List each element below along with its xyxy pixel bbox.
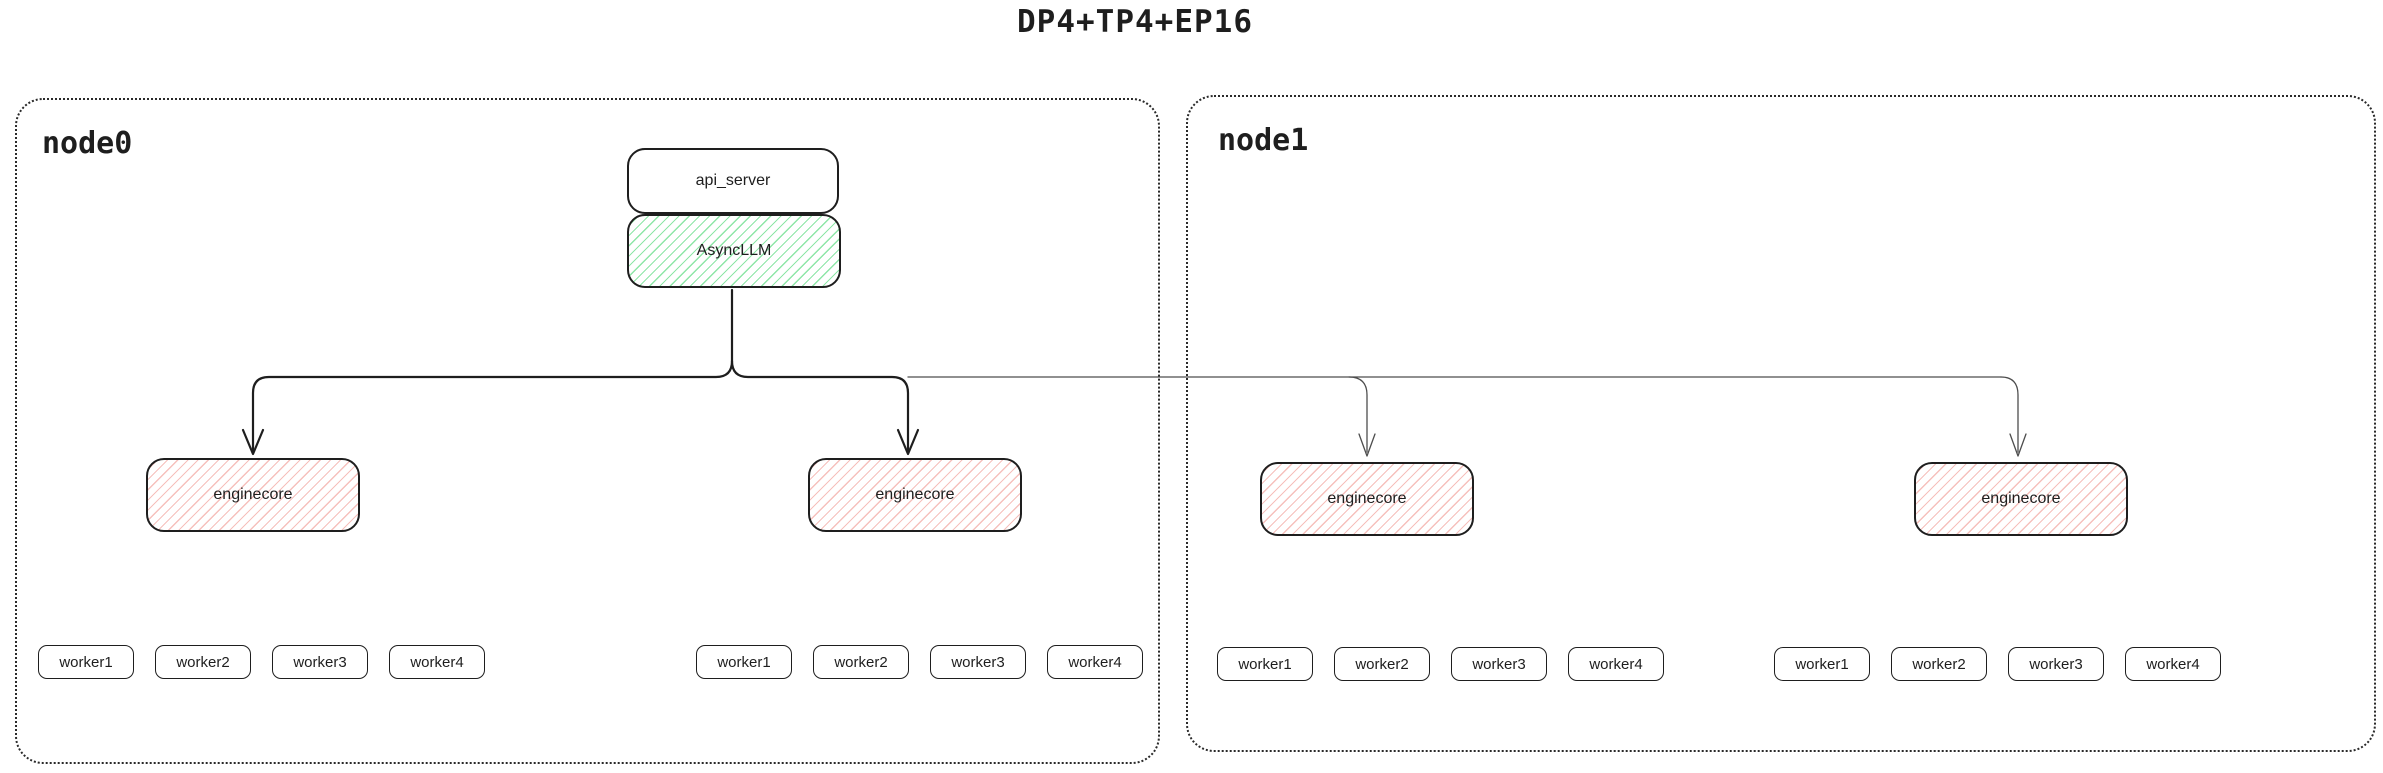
- worker-box: worker2: [1891, 647, 1987, 681]
- worker-box: worker2: [1334, 647, 1430, 681]
- worker-box: worker3: [272, 645, 368, 679]
- worker-box: worker1: [1217, 647, 1313, 681]
- arrowhead-enginecore4: [2009, 433, 2027, 457]
- edge-asyncllm-to-enginecore4: [2000, 376, 2019, 453]
- asyncllm-label: AsyncLLM: [696, 242, 772, 259]
- worker-box: worker1: [1774, 647, 1870, 681]
- edge-asyncllm-to-enginecore1: [251, 359, 734, 452]
- api-server-box: api_server: [627, 148, 839, 214]
- worker-group-node0-2: worker1 worker2 worker3 worker4: [696, 645, 1143, 679]
- edge-asyncllm-to-enginecore2: [730, 359, 910, 452]
- api-server-label: api_server: [695, 172, 771, 189]
- diagram-title: DP4+TP4+EP16: [1017, 4, 1253, 40]
- worker-box: worker4: [2125, 647, 2221, 681]
- enginecore-label: enginecore: [1981, 490, 2061, 507]
- node1-label: node1: [1218, 123, 1309, 158]
- worker-box: worker2: [813, 645, 909, 679]
- worker-box: worker3: [930, 645, 1026, 679]
- node1-frame: [1186, 95, 2376, 752]
- asyncllm-box: AsyncLLM: [627, 214, 841, 288]
- enginecore-box-node1-2: enginecore: [1914, 462, 2128, 536]
- arrowhead-enginecore1: [241, 428, 265, 456]
- arrowhead-enginecore2: [896, 428, 920, 456]
- enginecore-label: enginecore: [1327, 490, 1407, 507]
- worker-box: worker2: [155, 645, 251, 679]
- enginecore-box-node0-2: enginecore: [808, 458, 1022, 532]
- worker-group-node0-1: worker1 worker2 worker3 worker4: [38, 645, 485, 679]
- worker-box: worker1: [38, 645, 134, 679]
- worker-box: worker4: [1568, 647, 1664, 681]
- worker-box: worker3: [1451, 647, 1547, 681]
- arrowhead-enginecore3: [1358, 433, 1376, 457]
- worker-box: worker4: [389, 645, 485, 679]
- enginecore-box-node0-1: enginecore: [146, 458, 360, 532]
- enginecore-label: enginecore: [213, 486, 293, 503]
- enginecore-label: enginecore: [875, 486, 955, 503]
- edge-asyncllm-to-enginecore3: [1348, 376, 1368, 453]
- enginecore-box-node1-1: enginecore: [1260, 462, 1474, 536]
- node0-frame: [15, 98, 1160, 764]
- worker-box: worker4: [1047, 645, 1143, 679]
- node0-label: node0: [42, 126, 133, 161]
- worker-box: worker1: [696, 645, 792, 679]
- worker-group-node1-2: worker1 worker2 worker3 worker4: [1774, 647, 2221, 681]
- worker-box: worker3: [2008, 647, 2104, 681]
- worker-group-node1-1: worker1 worker2 worker3 worker4: [1217, 647, 1664, 681]
